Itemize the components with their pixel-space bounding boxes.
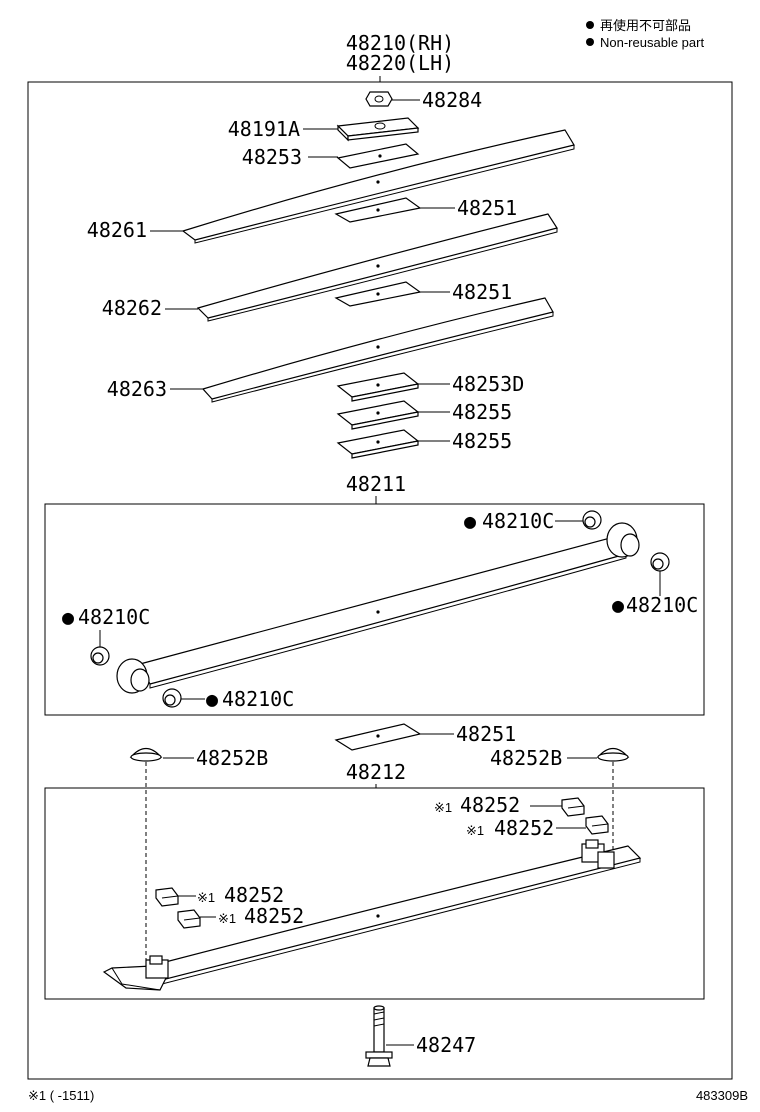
- plate-48191A: [336, 117, 420, 142]
- leaf-48261: [181, 129, 575, 244]
- note-mark: ※1: [218, 911, 236, 926]
- clip-48252-b: [585, 815, 609, 835]
- leaf-48212: [102, 839, 642, 991]
- legend-en: Non-reusable part: [600, 35, 704, 50]
- cap-48252B-left: [129, 747, 163, 762]
- part-label-48211: 48211: [346, 472, 406, 496]
- part-label-48255-a: 48255: [452, 400, 512, 424]
- part-label-48252B-a: 48252B: [196, 746, 268, 770]
- part-label-48251-b: 48251: [452, 280, 512, 304]
- part-label-48284: 48284: [422, 88, 482, 112]
- nut-48284: [365, 91, 393, 107]
- part-label-48253: 48253: [242, 145, 302, 169]
- leaf-48262: [196, 213, 558, 322]
- part-label-48252-c: 48252: [224, 883, 284, 907]
- footer-code: 483309B: [696, 1088, 748, 1103]
- pad-48255-b: [336, 429, 420, 459]
- nonreusable-mark: ●: [62, 605, 74, 629]
- legend-bullet-icon: [586, 38, 594, 46]
- part-label-48247: 48247: [416, 1033, 476, 1057]
- frame-48212: [44, 787, 705, 1000]
- part-label-48210C-d: 48210C: [222, 687, 294, 711]
- part-label-48252-b: 48252: [494, 816, 554, 840]
- note-mark: ※1: [197, 890, 215, 905]
- part-label-48261: 48261: [87, 218, 147, 242]
- pad-48255-a: [336, 400, 420, 430]
- nonreusable-mark: ●: [464, 509, 476, 533]
- bushing-left-bottom: [162, 688, 182, 708]
- part-label-48262: 48262: [102, 296, 162, 320]
- part-label-48210C-b: 48210C: [626, 593, 698, 617]
- note-mark: ※1: [434, 800, 452, 815]
- pad-48253: [336, 143, 420, 169]
- part-label-48252B-b: 48252B: [490, 746, 562, 770]
- bushing-right-top: [582, 510, 602, 530]
- part-label-48251-a: 48251: [457, 196, 517, 220]
- footer-note: ※1 ( -1511): [28, 1088, 94, 1103]
- part-label-48210C-c: 48210C: [78, 605, 150, 629]
- cap-48252B-right: [596, 747, 630, 762]
- part-label-48252-d: 48252: [244, 904, 304, 928]
- legend-jp: 再使用不可部品: [600, 18, 691, 33]
- frame-48211: [44, 503, 705, 716]
- pad-48251-a: [334, 197, 422, 223]
- part-label-48191A: 48191A: [228, 117, 300, 141]
- part-label-48263: 48263: [107, 377, 167, 401]
- pad-48251-c: [334, 723, 422, 751]
- nonreusable-mark: ●: [612, 593, 624, 617]
- part-label-48253D: 48253D: [452, 372, 524, 396]
- part-label-48212: 48212: [346, 760, 406, 784]
- part-label-48210C-a: 48210C: [482, 509, 554, 533]
- leaf-48263: [201, 297, 554, 403]
- assembly-rh-label: 48210(RH): [346, 31, 454, 55]
- assembly-lh-label: 48220(LH): [346, 51, 454, 75]
- note-mark: ※1: [466, 823, 484, 838]
- part-label-48251-c: 48251: [456, 722, 516, 746]
- legend-bullet-icon: [586, 21, 594, 29]
- clip-48252-a: [561, 797, 585, 817]
- clip-48252-d: [177, 909, 201, 929]
- part-label-48255-b: 48255: [452, 429, 512, 453]
- pad-48253D: [336, 372, 420, 402]
- part-label-48252-a: 48252: [460, 793, 520, 817]
- bolt-48247: [365, 1005, 393, 1067]
- bushing-right-bottom: [650, 552, 670, 572]
- main-leaf-48211: [116, 522, 640, 694]
- bushing-left-top: [90, 646, 110, 666]
- clip-48252-c: [155, 887, 179, 907]
- outer-frame: [27, 81, 733, 1080]
- nonreusable-mark: ●: [206, 687, 218, 711]
